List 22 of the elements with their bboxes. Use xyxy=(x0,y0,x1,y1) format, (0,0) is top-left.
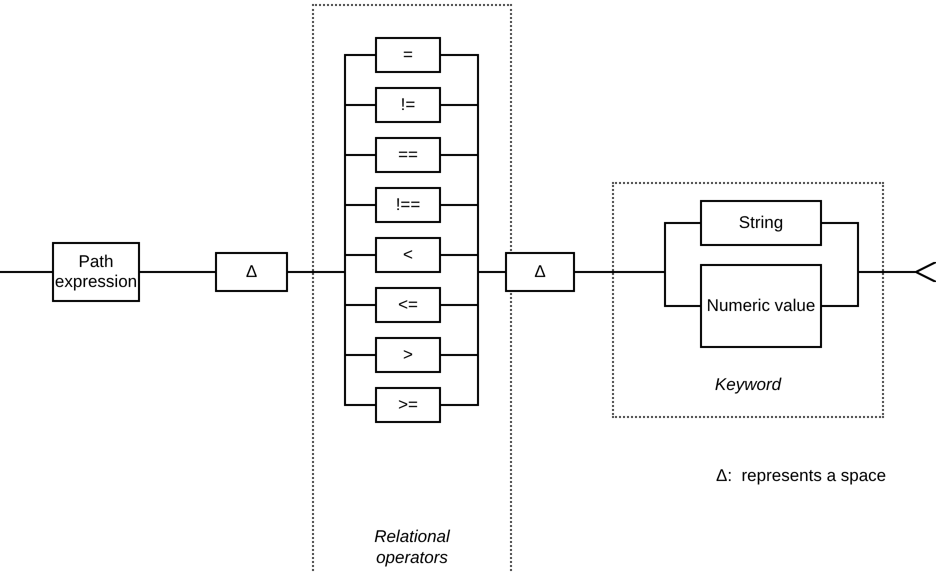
syntax-box: == xyxy=(375,137,441,173)
syntax-box: Δ xyxy=(505,252,575,292)
syntax-box: String xyxy=(700,200,822,246)
dotted-group-frame xyxy=(612,182,884,418)
syntax-box: !== xyxy=(375,187,441,223)
connector-line xyxy=(140,271,215,273)
syntax-box: <= xyxy=(375,287,441,323)
syntax-box: < xyxy=(375,237,441,273)
dotted-group-frame xyxy=(312,4,512,573)
syntax-box: != xyxy=(375,87,441,123)
syntax-box: Δ xyxy=(215,252,288,292)
syntax-box: > xyxy=(375,337,441,373)
group-label: Keyword xyxy=(714,374,782,396)
connector-line xyxy=(441,271,505,406)
syntax-box: Numeric value xyxy=(700,264,822,348)
syntax-box: Path expression xyxy=(52,242,140,302)
group-label: Relational operators xyxy=(373,526,452,568)
syntax-box: = xyxy=(375,37,441,73)
connector-line xyxy=(0,271,52,273)
note-text: Δ: represents a space xyxy=(716,466,886,486)
syntax-box: >= xyxy=(375,387,441,423)
connector-line xyxy=(822,261,936,307)
